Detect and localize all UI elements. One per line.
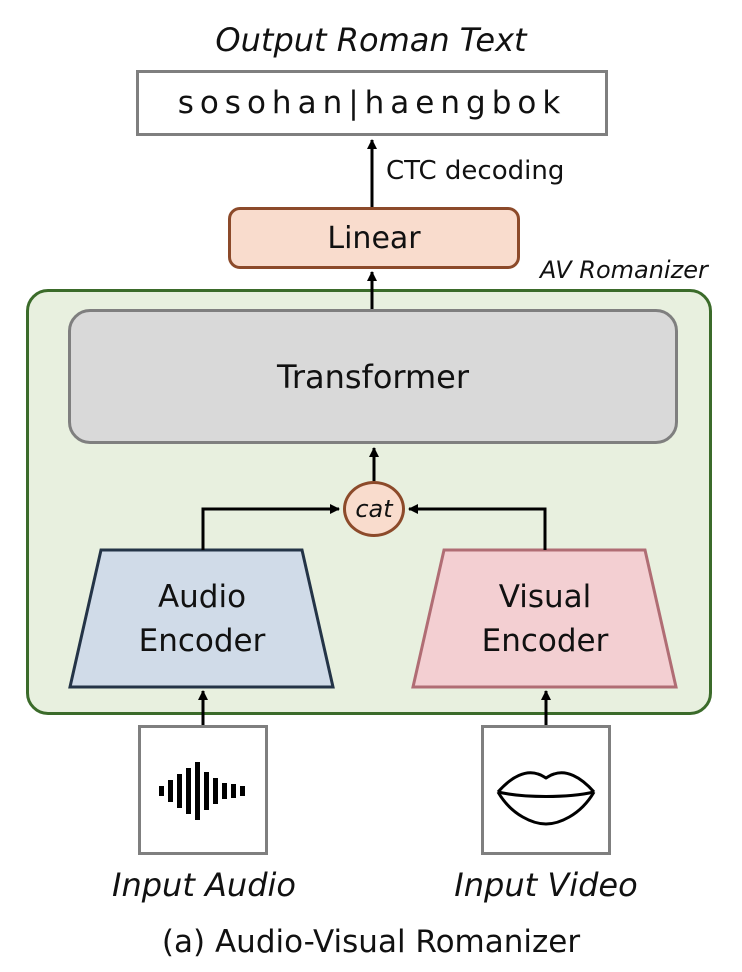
output-title: Output Roman Text [215, 21, 527, 59]
audio-encoder-label: Audio Encoder [138, 579, 266, 659]
output-text: sosohan|haengbok [177, 85, 567, 121]
av-romanizer-label: AV Romanizer [540, 256, 708, 284]
visual-encoder-label: Visual Encoder [481, 579, 609, 659]
input-audio-box [138, 725, 268, 855]
concat-node: cat [343, 481, 405, 537]
lips-icon [496, 771, 596, 826]
transformer-label: Transformer [276, 357, 469, 396]
ctc-decoding-label: CTC decoding [386, 156, 565, 186]
audio-encoder-shape [68, 548, 335, 689]
visual-encoder-shape [411, 548, 678, 689]
arrow-audio-to-cat [201, 504, 340, 550]
output-text-box: sosohan|haengbok [136, 70, 608, 136]
input-video-label: Input Video [454, 866, 638, 904]
arrow-visual-to-cat [408, 504, 547, 550]
transformer-block: Transformer [68, 309, 678, 444]
figure-caption: (a) Audio-Visual Romanizer [161, 924, 581, 960]
input-video-box [481, 725, 611, 855]
cat-label: cat [355, 495, 393, 523]
input-audio-label: Input Audio [112, 866, 296, 904]
linear-block: Linear [228, 207, 520, 269]
linear-label: Linear [327, 220, 421, 256]
sound-wave-icon [159, 762, 245, 820]
